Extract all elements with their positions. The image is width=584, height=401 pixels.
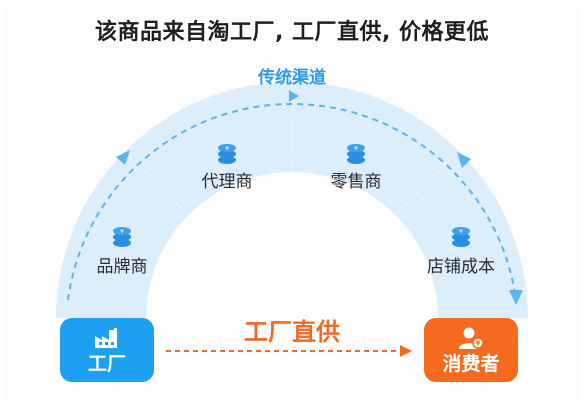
svg-text:¥: ¥: [476, 340, 481, 348]
coin-stack-icon: ¥: [111, 224, 133, 252]
factory-box: 工厂: [60, 318, 154, 382]
stage-agent: 代理商: [201, 172, 253, 192]
direct-supply-label: 工厂直供: [244, 318, 340, 346]
consumer-label: 消费者: [442, 353, 500, 375]
channel-dashed-arc: [67, 103, 517, 301]
factory-icon: [93, 326, 121, 355]
factory-label: 工厂: [87, 353, 126, 375]
stage-retailer: 零售商: [330, 172, 382, 192]
stage-store-cost: 店铺成本: [427, 257, 495, 277]
coin-stack-icon: ¥: [450, 224, 472, 252]
arrow-left-icon: [116, 150, 130, 165]
stage-brand: 品牌商: [96, 257, 148, 277]
arrow-right-icon: [457, 152, 471, 168]
consumer-box: ¥ 消费者: [424, 318, 518, 382]
svg-text:¥: ¥: [225, 146, 229, 153]
svg-text:¥: ¥: [459, 229, 463, 236]
coin-stack-icon: ¥: [345, 141, 367, 169]
headline: 该商品来自淘工厂, 工厂直供, 价格更低: [94, 20, 490, 45]
arrow-end-icon: [509, 290, 523, 305]
direct-arrow-icon: [400, 345, 412, 357]
channel-title: 传统渠道: [258, 68, 326, 88]
coin-stack-icon: ¥: [216, 141, 238, 169]
arrow-top-icon: [289, 90, 299, 102]
consumer-icon: ¥: [457, 326, 485, 355]
svg-text:¥: ¥: [354, 146, 358, 153]
channel-arc-band: [56, 82, 528, 318]
svg-text:¥: ¥: [120, 229, 124, 236]
